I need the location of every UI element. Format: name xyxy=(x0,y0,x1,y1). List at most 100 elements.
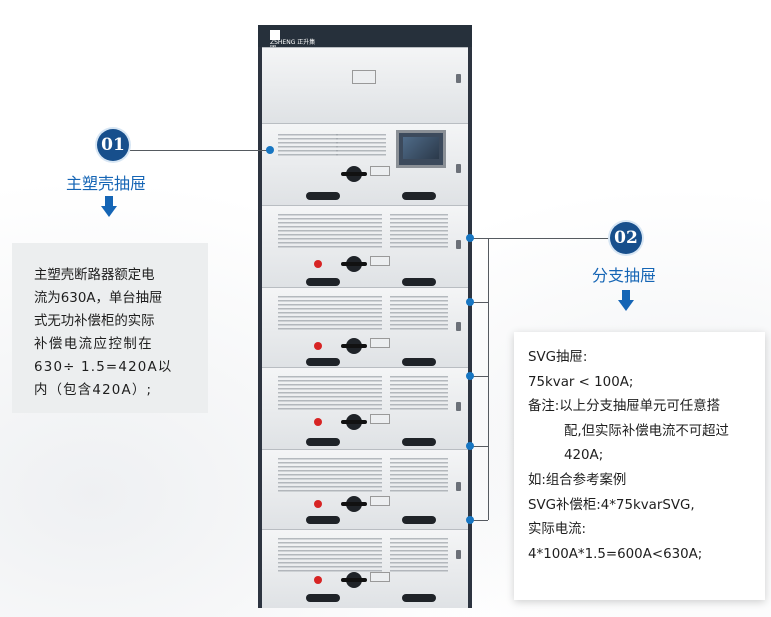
lock-icon xyxy=(456,550,461,559)
description-box xyxy=(12,243,208,413)
leader-line xyxy=(470,238,488,239)
cabinet-top-bar: ZSHENG 正升集团 xyxy=(258,25,472,52)
brand-logo-mark xyxy=(270,30,280,40)
drawer-pull-handle xyxy=(306,358,340,366)
cabinet-body xyxy=(262,47,468,608)
anchor-dot xyxy=(466,442,474,450)
drawer-pull-handle xyxy=(306,438,340,446)
vent-grille xyxy=(390,214,448,248)
lock-icon xyxy=(456,402,461,411)
description-line: SVG抽屉: xyxy=(528,350,588,365)
status-label xyxy=(370,338,390,348)
vent-grille xyxy=(278,214,382,248)
vent-grille xyxy=(278,458,382,492)
emergency-stop-button xyxy=(314,260,322,268)
description-line: 内（包含420A）; xyxy=(34,383,153,398)
status-label xyxy=(370,166,390,176)
description-line: 实际电流: xyxy=(528,522,587,538)
description-box xyxy=(514,332,765,600)
drawer-pull-handle xyxy=(402,278,436,286)
lock-icon xyxy=(456,322,461,331)
description-line: SVG补偿柜:4*75kvarSVG, xyxy=(528,497,695,513)
lock-icon xyxy=(456,482,461,491)
breaker-rotary-handle xyxy=(341,166,367,182)
drawer-pull-handle xyxy=(306,516,340,524)
anchor-dot xyxy=(466,298,474,306)
description-line: 式无功补偿柜的实际 xyxy=(34,314,155,329)
description-line: 补偿电流应控制在 xyxy=(34,337,154,352)
leader-line xyxy=(470,520,488,521)
drawer-pull-handle xyxy=(402,192,436,200)
drawer-pull-handle xyxy=(306,192,340,200)
callout-number-badge: 02 xyxy=(610,222,642,254)
branch-drawer-4 xyxy=(262,449,468,529)
leader-line xyxy=(488,238,610,239)
vent-grille xyxy=(390,376,448,410)
anchor-dot xyxy=(466,516,474,524)
down-arrow-icon xyxy=(618,290,634,312)
callout-number-badge: 01 xyxy=(97,129,129,161)
callout-title: 主塑壳抽屉 xyxy=(66,174,147,193)
breaker-rotary-handle xyxy=(341,572,367,588)
description-line: 630÷ 1.5=420A以 xyxy=(34,360,173,375)
anchor-dot xyxy=(466,372,474,380)
leader-line xyxy=(470,376,488,377)
description-line: 备注:以上分支抽屉单元可任意搭 xyxy=(528,399,720,415)
emergency-stop-button xyxy=(314,500,322,508)
lock-icon xyxy=(456,74,461,83)
emergency-stop-button xyxy=(314,342,322,350)
description-text: SVG抽屉: 75kvar < 100A; 备注:以上分支抽屉单元可任意搭 配,… xyxy=(528,346,760,567)
leader-line xyxy=(122,150,270,151)
lock-icon xyxy=(456,164,461,173)
leader-line xyxy=(470,302,488,303)
vent-grille xyxy=(278,296,382,330)
vent-grille xyxy=(278,538,382,572)
main-molded-case-drawer xyxy=(262,123,468,205)
drawer-pull-handle xyxy=(306,278,340,286)
vent-grille xyxy=(390,538,448,572)
vent-grille xyxy=(390,458,448,492)
emergency-stop-button xyxy=(314,418,322,426)
switchgear-cabinet-image: ZSHENG 正升集团 xyxy=(258,25,472,608)
status-label xyxy=(370,572,390,582)
cabinet-top-panel xyxy=(262,47,468,123)
description-line: 配,但实际补偿电流不可超过 xyxy=(564,423,729,439)
breaker-rotary-handle xyxy=(341,414,367,430)
callout-title: 分支抽屉 xyxy=(592,266,657,285)
description-line: 75kvar < 100A; xyxy=(528,374,634,390)
breaker-rotary-handle xyxy=(341,338,367,354)
anchor-dot xyxy=(466,234,474,242)
drawer-pull-handle xyxy=(402,438,436,446)
vent-grille xyxy=(278,376,382,410)
hmi-touchscreen xyxy=(396,130,446,168)
description-line: 420A; xyxy=(564,448,604,464)
description-line: 主塑壳断路器额定电 xyxy=(34,268,155,283)
status-label xyxy=(370,256,390,266)
brand-logo: ZSHENG 正升集团 xyxy=(270,30,320,52)
status-label xyxy=(370,496,390,506)
drawer-pull-handle xyxy=(306,594,340,602)
branch-drawer-1 xyxy=(262,205,468,287)
description-line: 4*100A*1.5=600A<630A; xyxy=(528,546,703,562)
breaker-rotary-handle xyxy=(341,256,367,272)
drawer-pull-handle xyxy=(402,516,436,524)
nameplate xyxy=(352,70,376,84)
lock-icon xyxy=(456,240,461,249)
leader-line xyxy=(470,446,488,447)
emergency-stop-button xyxy=(314,576,322,584)
vent-grille xyxy=(390,296,448,330)
vent-grille xyxy=(278,134,338,156)
leader-line-vertical xyxy=(488,238,489,520)
branch-drawer-3 xyxy=(262,367,468,449)
branch-drawer-2 xyxy=(262,287,468,367)
down-arrow-icon xyxy=(101,196,117,218)
description-text: 主塑壳断路器额定电 流为630A，单台抽屉 式无功补偿柜的实际 补偿电流应控制在… xyxy=(34,264,200,402)
description-line: 如:组合参考案例 xyxy=(528,472,627,488)
vent-grille xyxy=(336,134,386,156)
anchor-dot xyxy=(266,146,274,154)
description-line: 流为630A，单台抽屉 xyxy=(34,291,163,306)
breaker-rotary-handle xyxy=(341,496,367,512)
branch-drawer-5 xyxy=(262,529,468,608)
drawer-pull-handle xyxy=(402,358,436,366)
drawer-pull-handle xyxy=(402,594,436,602)
